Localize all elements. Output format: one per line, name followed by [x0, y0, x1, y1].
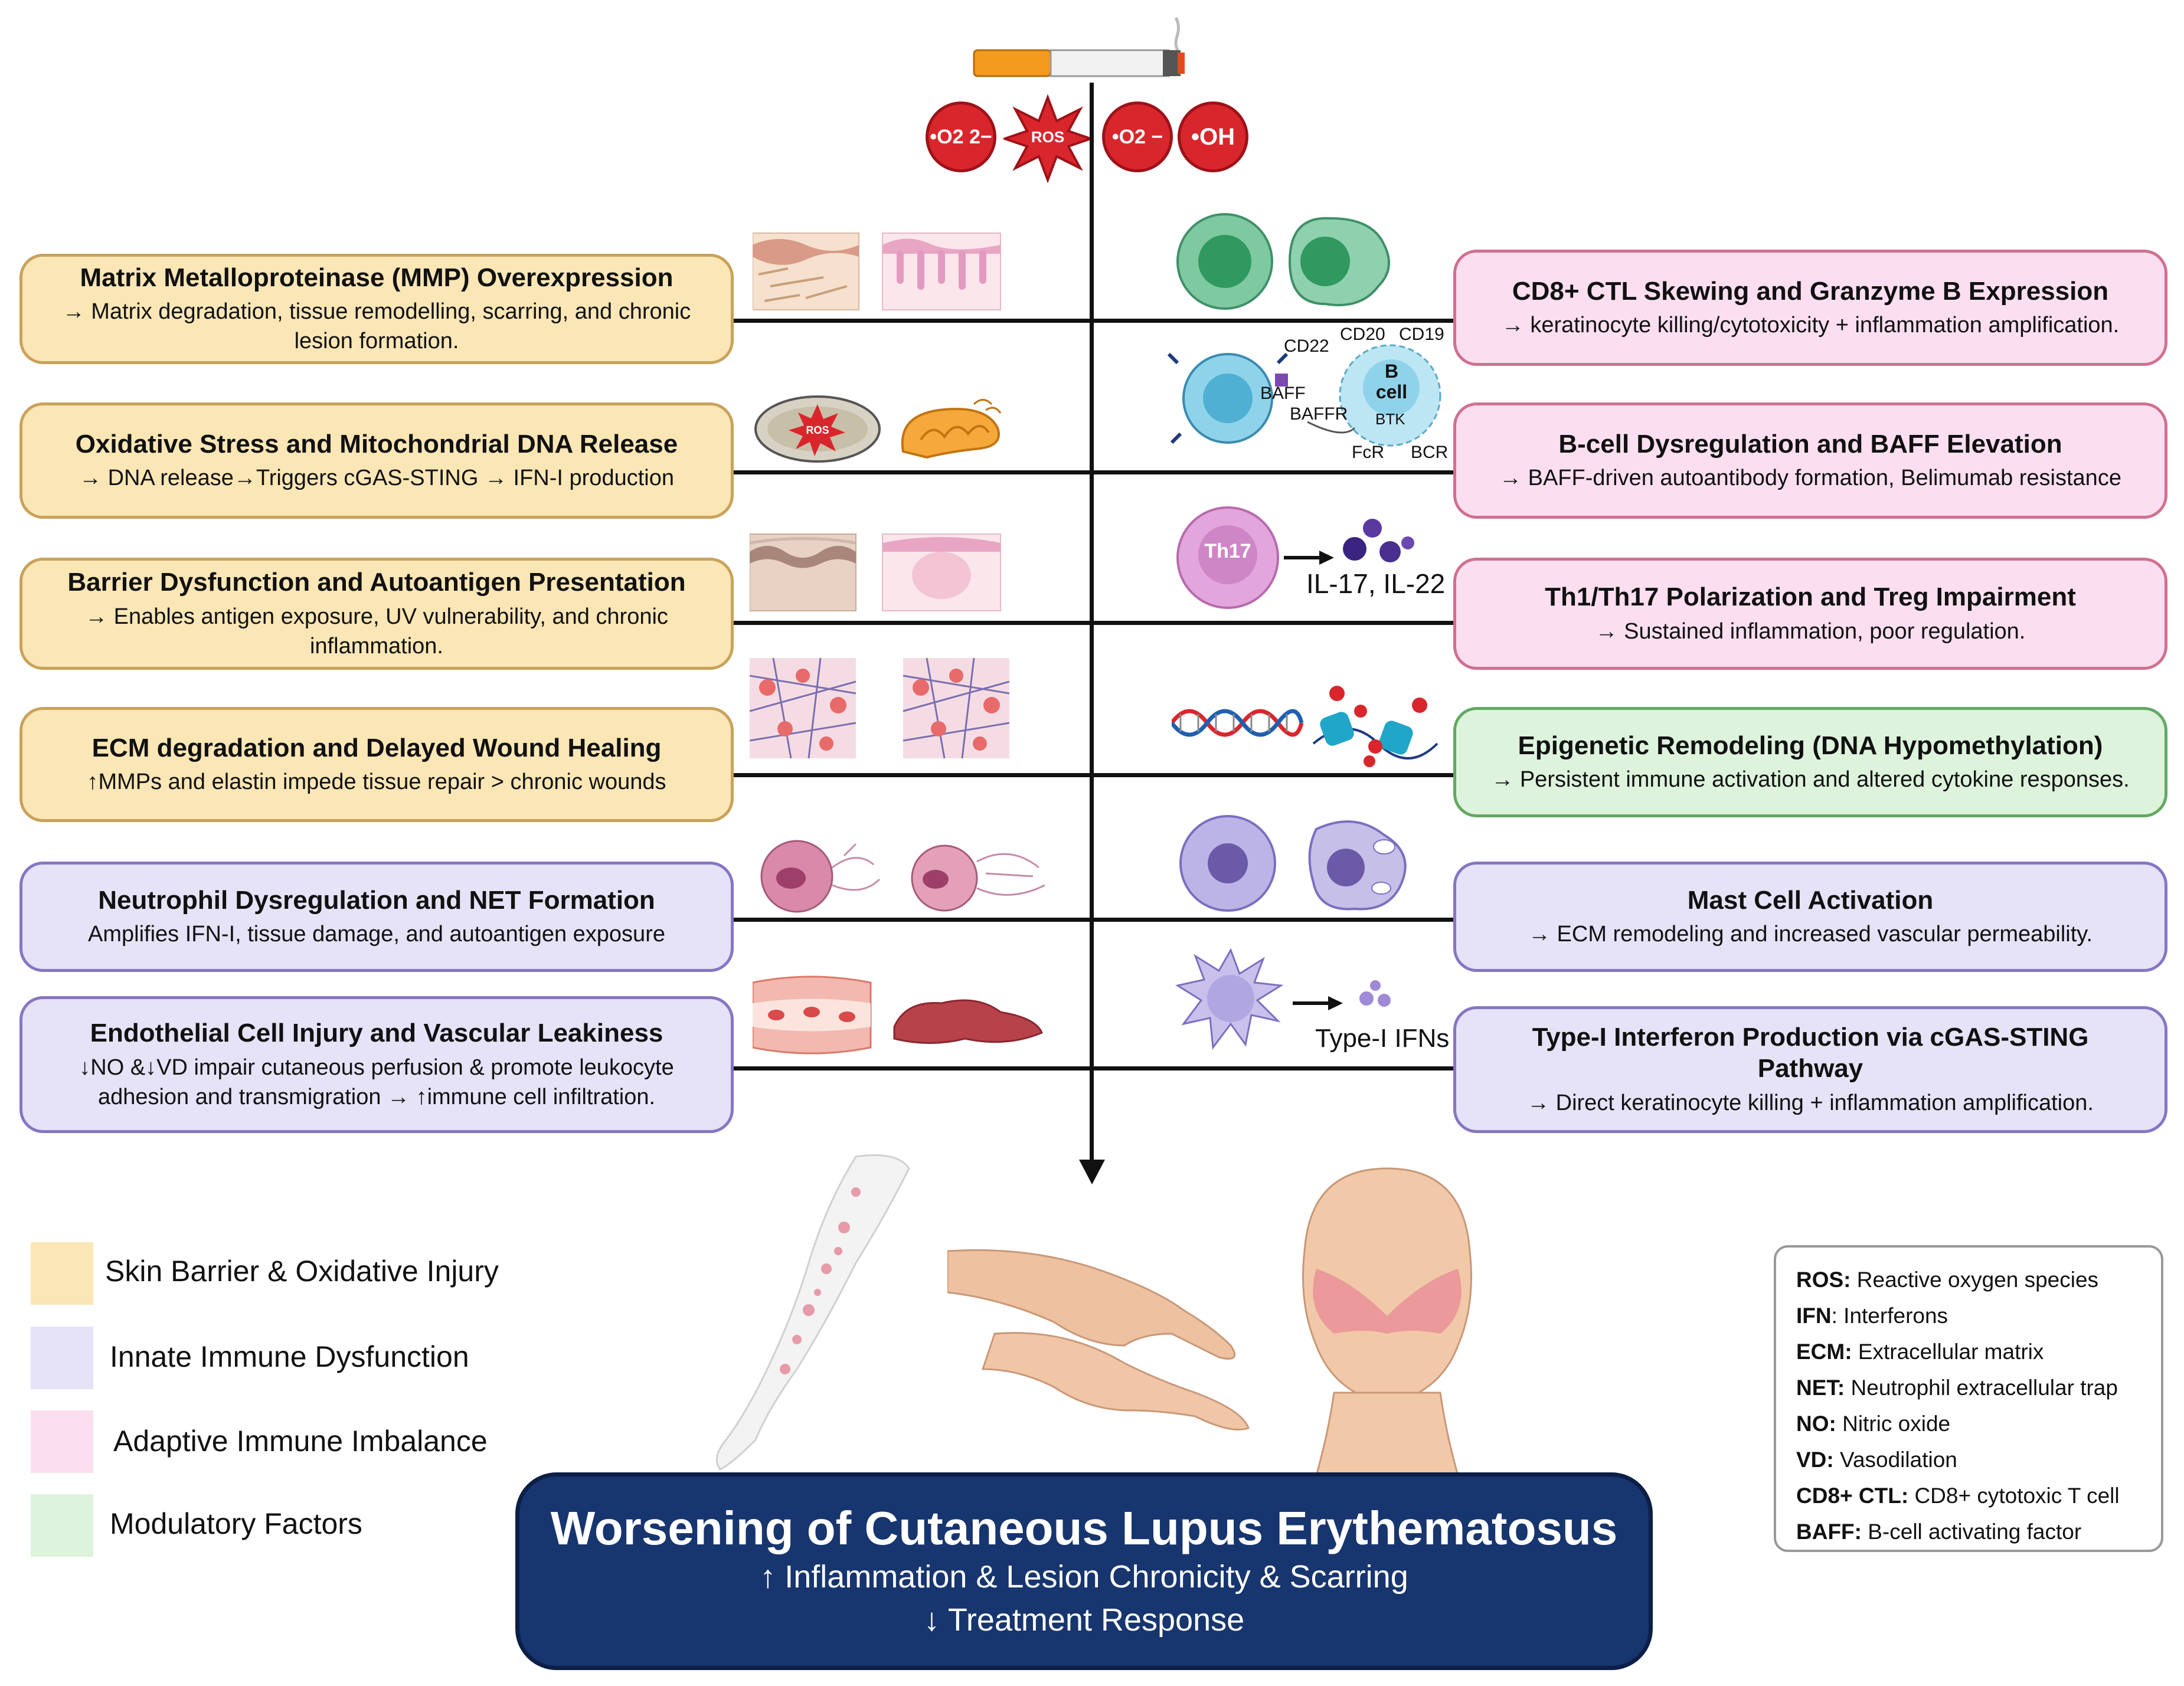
b-cell-interaction-icon — [1166, 322, 1455, 472]
abbr-row: IFN: Interferons — [1796, 1304, 1948, 1328]
barrier-dysfunction-box: Barrier Dysfunction and Autoantigen Pres… — [19, 558, 734, 670]
abbreviations-box: ROS: Reactive oxygen species IFN: Interf… — [1774, 1245, 2163, 1552]
dendritic-cell-icon — [1175, 944, 1446, 1059]
abbr-row: NET: Neutrophil extracellular trap — [1796, 1376, 2118, 1400]
mmp-overexpression-box: Matrix Metalloproteinase (MMP) Overexpre… — [19, 254, 734, 364]
legend-swatch-modulatory — [31, 1494, 93, 1557]
abbr-row: VD: Vasodilation — [1796, 1448, 1957, 1472]
central-arrow-head — [1079, 1160, 1105, 1184]
ros-burst-icon: ROS — [1001, 94, 1095, 184]
abbr-row: CD8+ CTL: CD8+ cytotoxic T cell — [1796, 1484, 2120, 1508]
connector-line — [732, 773, 1455, 777]
abbr-row: ROS: Reactive oxygen species — [1796, 1268, 2099, 1292]
th17-cell-icon — [1172, 505, 1443, 614]
skin-tissue-icon — [752, 227, 1012, 319]
barrier-skin-icon — [749, 528, 1021, 620]
neutrophil-net-box: Neutrophil Dysregulation and NET Formati… — [19, 862, 734, 972]
cd20-label: CD20 — [1340, 325, 1385, 344]
outcome-box: Worsening of Cutaneous Lupus Erythematos… — [515, 1472, 1653, 1670]
arm-rash-illustration — [708, 1145, 974, 1478]
outcome-line-1: ↑ Inflammation & Lesion Chronicity & Sca… — [760, 1559, 1408, 1595]
cd22-label: CD22 — [1284, 336, 1329, 356]
th17-cell-label: Th17 — [1204, 540, 1251, 562]
legend-swatch-adaptive — [31, 1410, 93, 1473]
hydroxyl-radical-icon: •OH — [1178, 102, 1248, 172]
cd19-label: CD19 — [1399, 325, 1444, 344]
abbr-row: ECM: Extracellular matrix — [1796, 1340, 2044, 1364]
neutrophil-net-icon — [750, 832, 1057, 918]
outcome-title: Worsening of Cutaneous Lupus Erythematos… — [550, 1501, 1618, 1554]
cigarette-icon — [968, 15, 1192, 80]
legend-swatch-skin — [31, 1242, 93, 1305]
b-cell-label: B cell — [1375, 361, 1408, 403]
mast-cell-icon — [1178, 811, 1426, 918]
b-cell-baff-box: B-cell Dysregulation and BAFF Elevation … — [1453, 402, 2167, 519]
ecm-degradation-box: ECM degradation and Delayed Wound Healin… — [19, 707, 734, 822]
type-i-ifn-box: Type-I Interferon Production via cGAS-ST… — [1453, 1006, 2167, 1133]
face-malar-rash-illustration — [1263, 1157, 1511, 1478]
mast-cell-box: Mast Cell Activation → ECM remodeling an… — [1453, 862, 2167, 972]
legend-label-skin: Skin Barrier & Oxidative Injury — [105, 1255, 499, 1288]
fcr-label: FcR — [1352, 443, 1384, 462]
connector-line — [732, 470, 1455, 474]
abbr-row: NO: Nitric oxide — [1796, 1412, 1951, 1436]
legend-label-modulatory: Modulatory Factors — [110, 1507, 362, 1540]
ecm-fibers-icon — [749, 657, 1021, 764]
cd8-ctl-box: CD8+ CTL Skewing and Granzyme B Expressi… — [1453, 250, 2167, 366]
bcr-label: BCR — [1411, 443, 1449, 462]
dna-methylation-icon — [1170, 679, 1443, 770]
th17-polarization-box: Th1/Th17 Polarization and Treg Impairmen… — [1453, 558, 2167, 670]
blood-vessel-icon — [751, 971, 1048, 1062]
superoxide-anion-icon: •O2 − — [1102, 102, 1173, 172]
type-i-ifn-label: Type-I IFNs — [1315, 1024, 1450, 1053]
baffr-label: BAFFR — [1290, 404, 1348, 424]
th17-cytokines-label: IL-17, IL-22 — [1306, 568, 1446, 599]
scratching-hands-illustration — [946, 1239, 1254, 1443]
connector-line — [732, 918, 1455, 922]
abbr-row: BAFF: B-cell activating factor — [1796, 1520, 2082, 1544]
mitochondria-icon: ROS — [750, 387, 1021, 472]
btk-label: BTK — [1375, 410, 1405, 428]
connector-line — [732, 319, 1455, 323]
endothelial-injury-box: Endothelial Cell Injury and Vascular Lea… — [19, 996, 734, 1133]
superoxide-radical-icon: •O2 2− — [926, 102, 996, 172]
oxidative-stress-box: Oxidative Stress and Mitochondrial DNA R… — [19, 402, 734, 519]
connector-line — [732, 1066, 1455, 1070]
legend-swatch-innate — [31, 1327, 93, 1389]
legend-label-adaptive: Adaptive Immune Imbalance — [113, 1425, 488, 1458]
legend-label-innate: Innate Immune Dysfunction — [110, 1340, 469, 1373]
epigenetic-remodeling-box: Epigenetic Remodeling (DNA Hypomethylati… — [1453, 707, 2167, 817]
ros-text: ROS — [806, 424, 829, 436]
outcome-line-2: ↓ Treatment Response — [923, 1602, 1245, 1638]
baff-label: BAFF — [1260, 384, 1306, 403]
cd8-t-cell-icon — [1172, 209, 1396, 316]
connector-line — [732, 621, 1455, 625]
